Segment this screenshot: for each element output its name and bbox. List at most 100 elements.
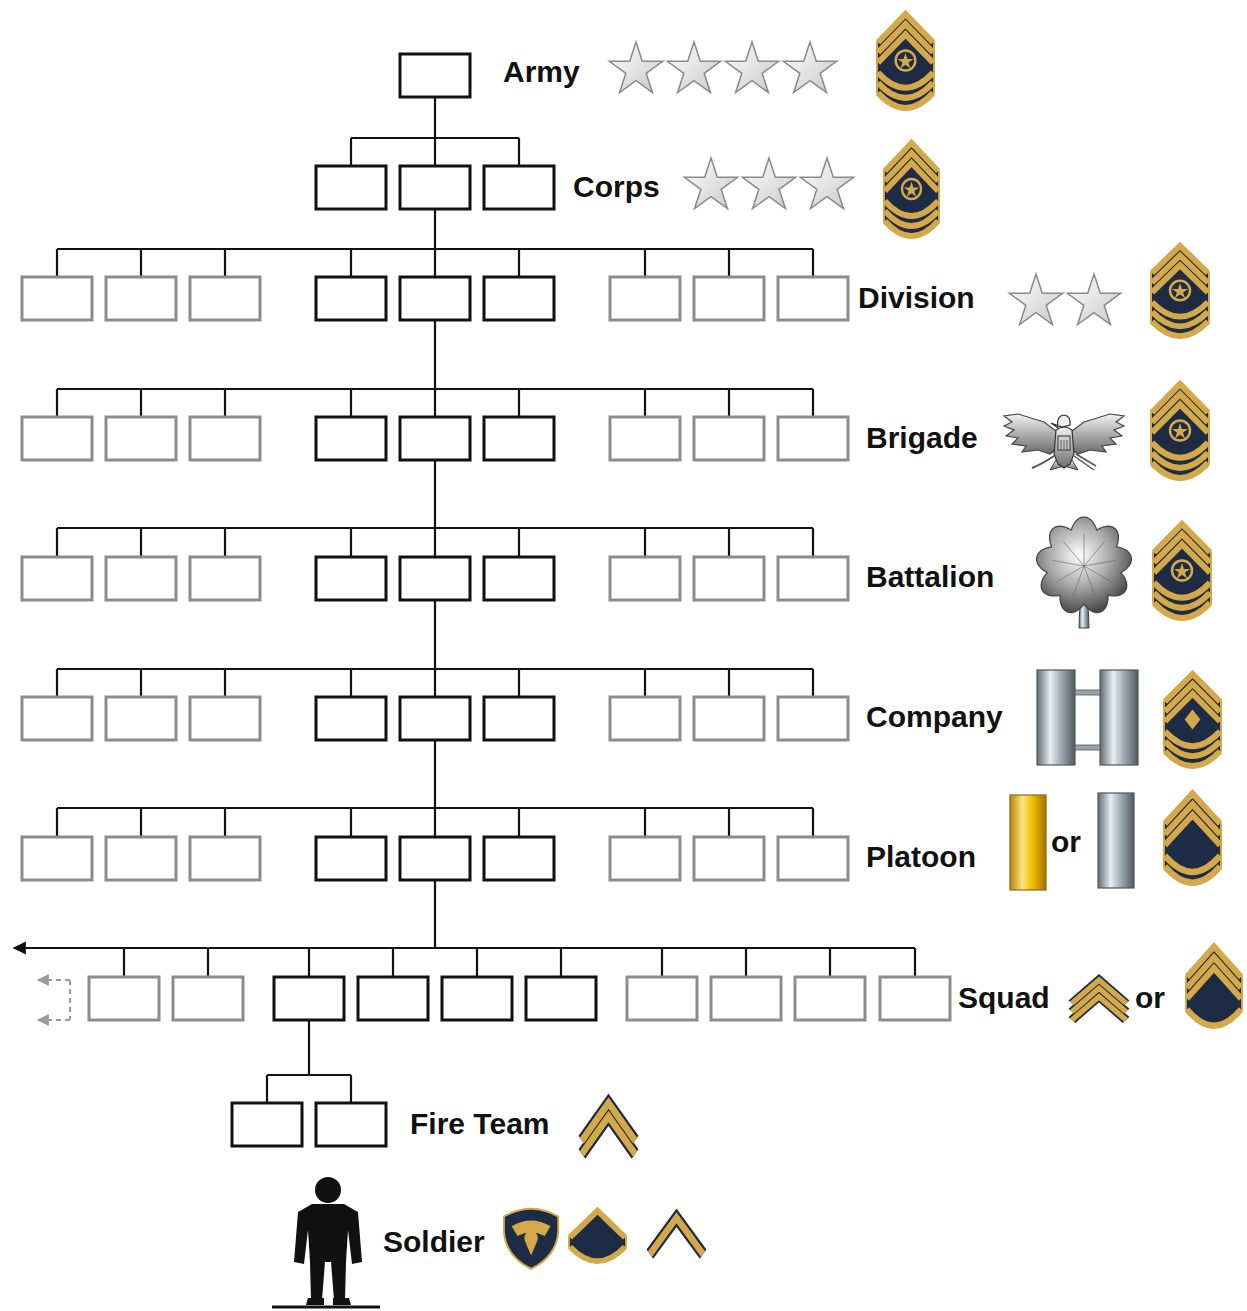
- unit-box: [400, 54, 470, 97]
- captain-bar-link: [1075, 690, 1100, 695]
- oak-vein: [1084, 560, 1116, 566]
- command-sergeant-major-insignia: [877, 13, 934, 108]
- wreath: [896, 50, 916, 70]
- org-line: [140, 528, 142, 557]
- chevron-stripe: [582, 1116, 635, 1154]
- unit-box: [22, 417, 92, 460]
- org-line: [308, 1020, 310, 1075]
- device-star: [898, 53, 914, 68]
- chevron-stripe: [1187, 968, 1241, 998]
- unit-box: [694, 417, 764, 460]
- org-line: [350, 808, 352, 837]
- rocker-stripe: [1152, 302, 1208, 317]
- oak-vein: [1052, 560, 1084, 566]
- unit-box: [484, 166, 554, 209]
- org-line: [644, 389, 646, 417]
- rocker-stripe: [1154, 583, 1210, 598]
- unit-box: [190, 417, 260, 460]
- org-line: [434, 600, 436, 669]
- oak-vein: [1073, 566, 1084, 596]
- org-line: [224, 808, 226, 837]
- org-line: [518, 389, 520, 417]
- unit-box: [400, 417, 470, 460]
- org-line: [644, 808, 646, 837]
- unit-box: [778, 557, 848, 600]
- org-line: [812, 669, 814, 697]
- org-line: [123, 948, 125, 977]
- rocker-stripe: [1154, 603, 1210, 618]
- rocker-stripe: [1152, 443, 1208, 458]
- org-line: [224, 528, 226, 557]
- unit-box: [610, 417, 680, 460]
- dashed-arrow: [38, 979, 70, 981]
- org-line: [140, 669, 142, 697]
- device-star: [1172, 283, 1188, 298]
- unit-box: [316, 697, 386, 740]
- patch-ground: [1164, 792, 1221, 882]
- unit-box: [484, 837, 554, 880]
- captain-bar: [1037, 670, 1075, 765]
- oak-vein: [1084, 541, 1105, 566]
- echelon-label: Fire Team: [410, 1109, 550, 1139]
- unit-box: [795, 977, 865, 1020]
- rocker-stripe: [570, 1247, 625, 1261]
- unit-box: [694, 277, 764, 320]
- echelon-label: Soldier: [383, 1227, 485, 1257]
- device-star: [904, 182, 919, 197]
- org-line: [350, 389, 352, 417]
- org-line: [829, 948, 831, 977]
- org-line: [518, 808, 520, 837]
- command-sergeant-major-insignia: [1151, 245, 1209, 336]
- unit-box: [400, 277, 470, 320]
- command-sergeant-major-insignia: [1151, 383, 1209, 478]
- org-line: [224, 669, 226, 697]
- first-lieutenant-bar: [1098, 793, 1134, 888]
- org-line: [434, 138, 436, 166]
- chevron-stripe: [570, 1211, 625, 1238]
- squad-bus-arrow: [14, 947, 915, 949]
- eagle-wing: [1004, 414, 1060, 454]
- org-line: [518, 138, 520, 166]
- chevron-stripe: [650, 1218, 703, 1254]
- general-star: [1067, 274, 1120, 325]
- oak-blade: [1037, 517, 1132, 613]
- org-line: [350, 528, 352, 557]
- patch-ground: [1151, 383, 1209, 478]
- unit-box: [400, 837, 470, 880]
- rocker-stripe: [1165, 741, 1220, 756]
- staff-sergeant-insignia: [1186, 945, 1242, 1025]
- oak-vein: [1084, 566, 1095, 596]
- org-line: [56, 389, 58, 417]
- org-line: [434, 389, 436, 417]
- shield-stripe: [1064, 440, 1065, 450]
- org-line: [434, 249, 436, 277]
- unit-box: [106, 417, 176, 460]
- unit-box: [274, 977, 344, 1020]
- org-line: [434, 460, 436, 528]
- unit-box: [442, 977, 512, 1020]
- org-line: [140, 389, 142, 417]
- unit-box: [610, 277, 680, 320]
- org-line: [728, 808, 730, 837]
- rocker-stripe: [1152, 322, 1208, 337]
- org-line: [434, 669, 436, 697]
- specialist-insignia: [504, 1209, 558, 1269]
- unit-box: [400, 166, 470, 209]
- org-line: [728, 249, 730, 277]
- rocker-stripe: [1165, 856, 1220, 872]
- unit-box: [22, 697, 92, 740]
- captain-bar-link: [1075, 745, 1100, 750]
- org-line: [812, 389, 814, 417]
- unit-box: [316, 837, 386, 880]
- echelon-label: Battalion: [866, 562, 994, 592]
- chevron-stripe: [1072, 997, 1126, 1020]
- unit-box: [22, 557, 92, 600]
- patch-ground: [1164, 673, 1221, 766]
- soldier-body: [294, 1204, 362, 1300]
- unit-box: [610, 697, 680, 740]
- specialist-eagle-tail: [525, 1242, 537, 1256]
- rocker-stripe: [1154, 593, 1210, 608]
- soldier-silhouette: [272, 1177, 380, 1307]
- org-line: [518, 528, 520, 557]
- eagle-wing: [1068, 414, 1124, 454]
